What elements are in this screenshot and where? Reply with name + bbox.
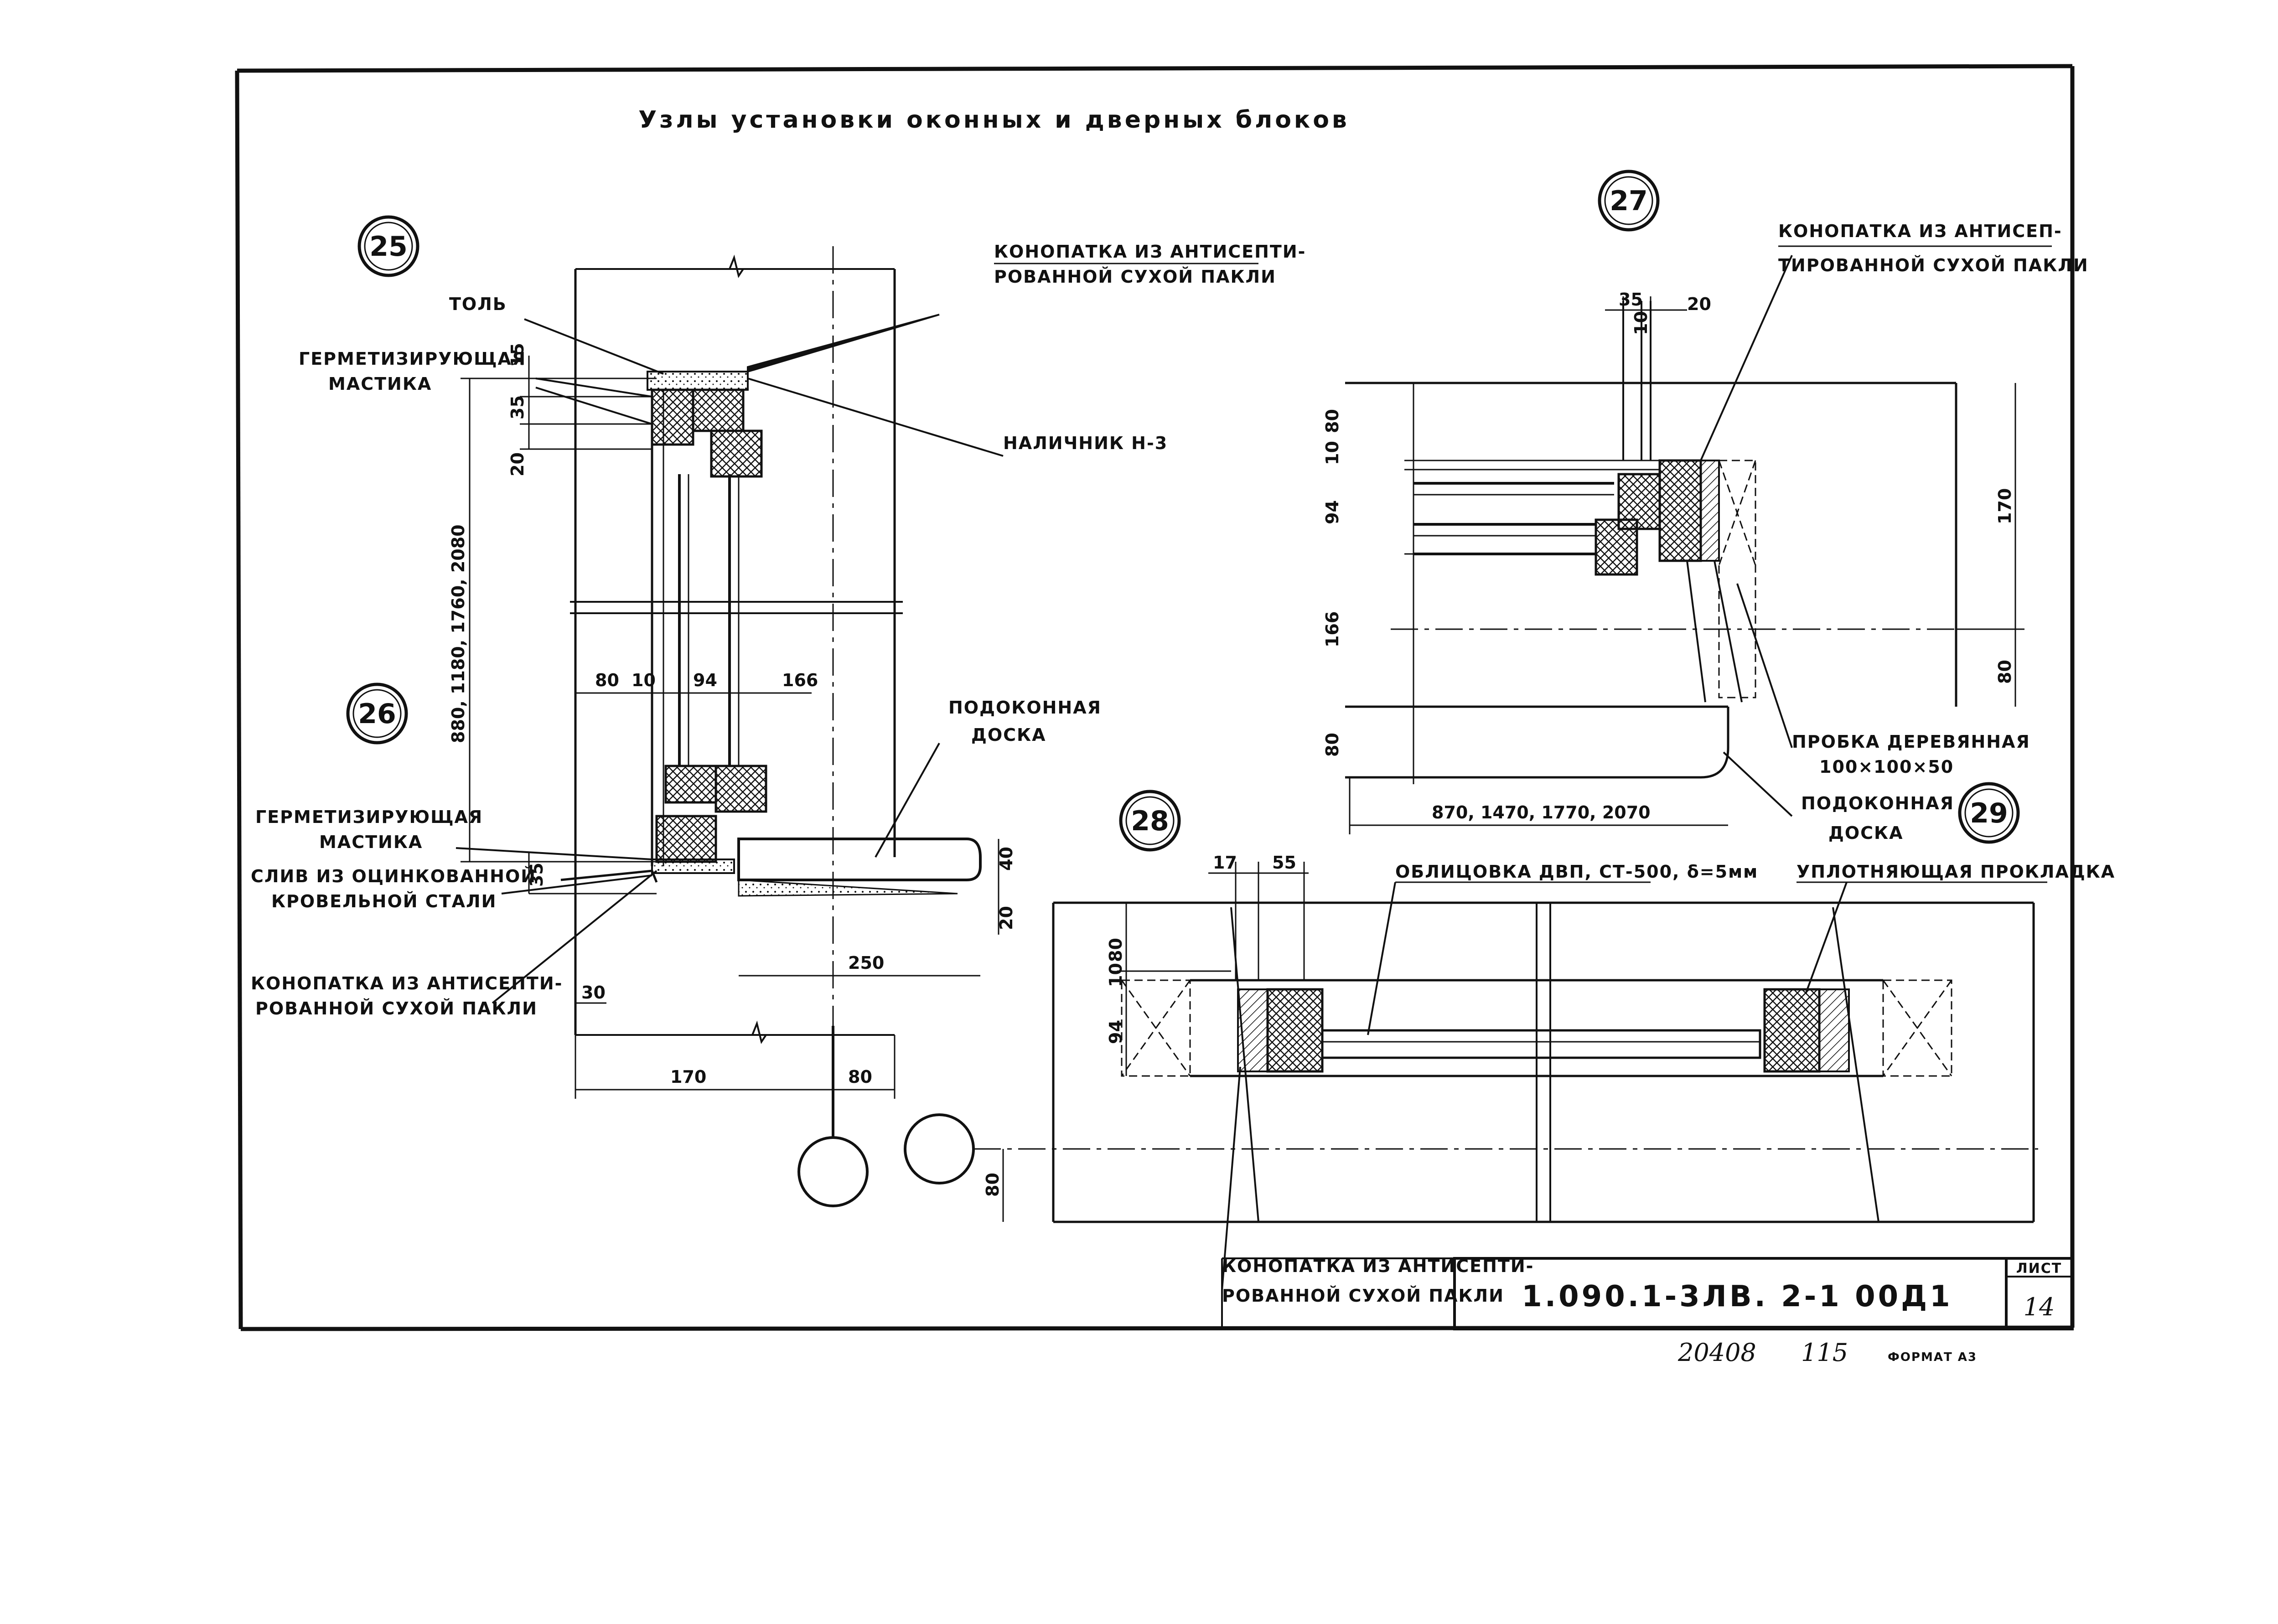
node25-dimensions bbox=[461, 356, 999, 1099]
node27-dim-166: 166 bbox=[1322, 611, 1342, 647]
node27-dimensions bbox=[1349, 296, 2024, 834]
node28-dim-94: 94 bbox=[1106, 1020, 1126, 1044]
title-block-sheet-number: 14 bbox=[2024, 1293, 2055, 1321]
node25-dim-35: 35 bbox=[507, 395, 528, 419]
node26-drip-line1: СЛИВ ИЗ ОЦИНКОВАННОЙ bbox=[251, 866, 536, 886]
node26-caulk-line1: КОНОПАТКА ИЗ АНТИСЕПТИ- bbox=[251, 973, 563, 993]
node27-dim-20: 20 bbox=[1687, 294, 1711, 314]
node25-dim-heights: 880, 1180, 1760, 2080 bbox=[448, 524, 468, 743]
node-marker-25: 25 bbox=[357, 215, 419, 277]
title-block-sheet-label: ЛИСТ bbox=[2016, 1261, 2062, 1277]
node26-sill-board-line1: ПОДОКОННАЯ bbox=[948, 698, 1102, 718]
node26-dim-80: 80 bbox=[848, 1067, 872, 1087]
node27-plug-line2: 100×100×50 bbox=[1819, 757, 1954, 777]
title-block-code: 1.090.1-3ЛВ. 2-1 00Д1 bbox=[1522, 1280, 1952, 1314]
node27-dim-10b: 10 bbox=[1322, 441, 1342, 465]
node-marker-28: 28 bbox=[1119, 790, 1181, 852]
drawing-title: Узлы установки оконных и дверных блоков bbox=[638, 106, 1350, 134]
node-marker-26: 26 bbox=[346, 683, 408, 745]
node25-dim-15: 15 bbox=[507, 343, 528, 367]
node27-sill-board-line2: ДОСКА bbox=[1828, 823, 1904, 843]
node27-dim-80c: 80 bbox=[1995, 660, 2015, 684]
node-marker-29-label: 29 bbox=[1970, 797, 2008, 829]
node27-dim-94: 94 bbox=[1322, 500, 1342, 524]
node25-mastic-line2: МАСТИКА bbox=[328, 374, 432, 394]
node-marker-27: 27 bbox=[1598, 170, 1660, 232]
footer-copy: 115 bbox=[1801, 1338, 1848, 1367]
node26-dim-170: 170 bbox=[670, 1067, 706, 1087]
node28-dim-55: 55 bbox=[1272, 853, 1296, 873]
node28-dim-80b: 80 bbox=[983, 1173, 1003, 1197]
node28-gasket-label: УПЛОТНЯЮЩАЯ ПРОКЛАДКА bbox=[1797, 862, 2115, 882]
node26-dim-20: 20 bbox=[996, 906, 1016, 930]
node27-leaders bbox=[1700, 255, 1793, 817]
node28-dim-10: 10 bbox=[1106, 963, 1126, 987]
node26-drip-line2: КРОВЕЛЬНОЙ СТАЛИ bbox=[271, 891, 497, 911]
node-marker-26-label: 26 bbox=[358, 698, 396, 730]
node28-facing-label: ОБЛИЦОВКА ДВП, СТ-500, δ=5мм bbox=[1395, 862, 1758, 882]
node25-dim-20: 20 bbox=[507, 452, 528, 476]
node28-dim-17: 17 bbox=[1213, 853, 1237, 873]
node26-dim-250: 250 bbox=[848, 953, 884, 973]
node26-caulk-line2: РОВАННОЙ СУХОЙ ПАКЛИ bbox=[255, 998, 538, 1019]
node28-caulk-line2: РОВАННОЙ СУХОЙ ПАКЛИ bbox=[1222, 1286, 1504, 1306]
footer-inventory: 20408 bbox=[1677, 1338, 1756, 1367]
axis-marker-right bbox=[904, 1113, 2038, 1184]
node-marker-28-label: 28 bbox=[1131, 805, 1169, 837]
sheet-frame bbox=[235, 64, 2075, 1331]
node27-plug-line1: ПРОБКА ДЕРЕВЯННАЯ bbox=[1792, 732, 2030, 752]
node25-dim-80: 80 bbox=[595, 670, 619, 690]
node28-section bbox=[1052, 901, 2035, 1223]
node25-dim-166: 166 bbox=[782, 670, 818, 690]
node27-sill-board-line1: ПОДОКОННАЯ bbox=[1801, 793, 1954, 813]
node27-dim-10: 10 bbox=[1631, 311, 1651, 335]
node25-mastic-line1: ГЕРМЕТИЗИРУЮЩАЯ bbox=[299, 349, 526, 369]
node27-caulk-line2: ТИРОВАННОЙ СУХОЙ ПАКЛИ bbox=[1778, 255, 2089, 275]
node26-mastic-line1: ГЕРМЕТИЗИРУЮЩАЯ bbox=[255, 807, 483, 827]
node27-dim-35: 35 bbox=[1619, 290, 1643, 310]
node26-dim-35: 35 bbox=[527, 863, 547, 887]
node27-section bbox=[1345, 301, 1970, 779]
node25-caulk-line1: КОНОПАТКА ИЗ АНТИСЕПТИ- bbox=[994, 242, 1306, 262]
node25-leaders bbox=[456, 314, 1004, 1004]
title-block bbox=[1221, 1257, 2074, 1330]
node25-dim-10: 10 bbox=[632, 670, 656, 690]
node28-leaders bbox=[1221, 882, 1848, 1291]
node26-dim-40: 40 bbox=[996, 847, 1016, 871]
node25-section bbox=[560, 246, 982, 1044]
node25-tol-label: ТОЛЬ bbox=[449, 294, 507, 314]
node25-casing-label: НАЛИЧНИК Н-3 bbox=[1003, 433, 1168, 453]
node-marker-27-label: 27 bbox=[1610, 185, 1648, 217]
node-marker-25-label: 25 bbox=[369, 231, 408, 263]
node28-dimensions bbox=[1002, 862, 1309, 1222]
footer-format: ФОРМАТ А3 bbox=[1888, 1350, 1977, 1364]
node27-dim-widths: 870, 1470, 1770, 2070 bbox=[1432, 802, 1651, 822]
node26-sill-board-line2: ДОСКА bbox=[971, 725, 1046, 745]
node27-dim-80a: 80 bbox=[1322, 409, 1342, 433]
node-marker-29: 29 bbox=[1958, 782, 2020, 844]
node25-dim-94: 94 bbox=[693, 670, 717, 690]
node27-dim-170: 170 bbox=[1995, 488, 2015, 524]
node27-dim-80b: 80 bbox=[1322, 733, 1342, 757]
node25-caulk-line2: РОВАННОЙ СУХОЙ ПАКЛИ bbox=[994, 267, 1276, 287]
node27-caulk-line1: КОНОПАТКА ИЗ АНТИСЕП- bbox=[1778, 221, 2062, 241]
node26-dim-30: 30 bbox=[581, 983, 606, 1003]
node28-dim-80a: 80 bbox=[1106, 938, 1126, 962]
node26-mastic-line2: МАСТИКА bbox=[319, 832, 423, 852]
